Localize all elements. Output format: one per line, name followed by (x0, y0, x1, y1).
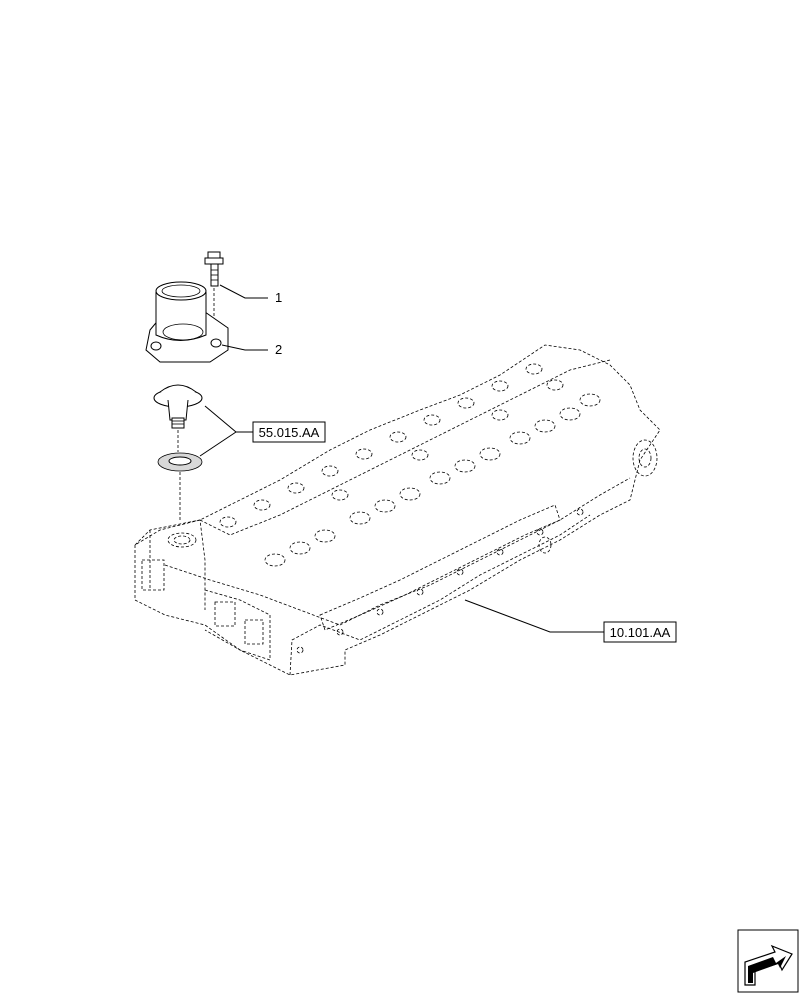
thermostat-housing-part (145, 281, 229, 363)
seal-ring-part (157, 452, 203, 520)
head-bolt-holes (296, 508, 584, 654)
cylinder-head-part (134, 344, 661, 676)
thermostat-part (153, 384, 203, 452)
reference-box-cylinder-head[interactable]: 10.101.AA (603, 621, 677, 643)
valve-clusters (264, 379, 601, 567)
callout-2: 2 (275, 342, 282, 357)
leader-lines (199, 284, 604, 633)
reference-label-thermostat: 55.015.AA (259, 425, 320, 440)
reference-label-cylinder-head: 10.101.AA (610, 625, 671, 640)
callout-1: 1 (275, 290, 282, 305)
rocker-bosses (219, 363, 543, 528)
next-page-arrow-icon[interactable] (737, 929, 799, 993)
reference-box-thermostat[interactable]: 55.015.AA (252, 421, 326, 443)
bolt-part (204, 251, 224, 328)
